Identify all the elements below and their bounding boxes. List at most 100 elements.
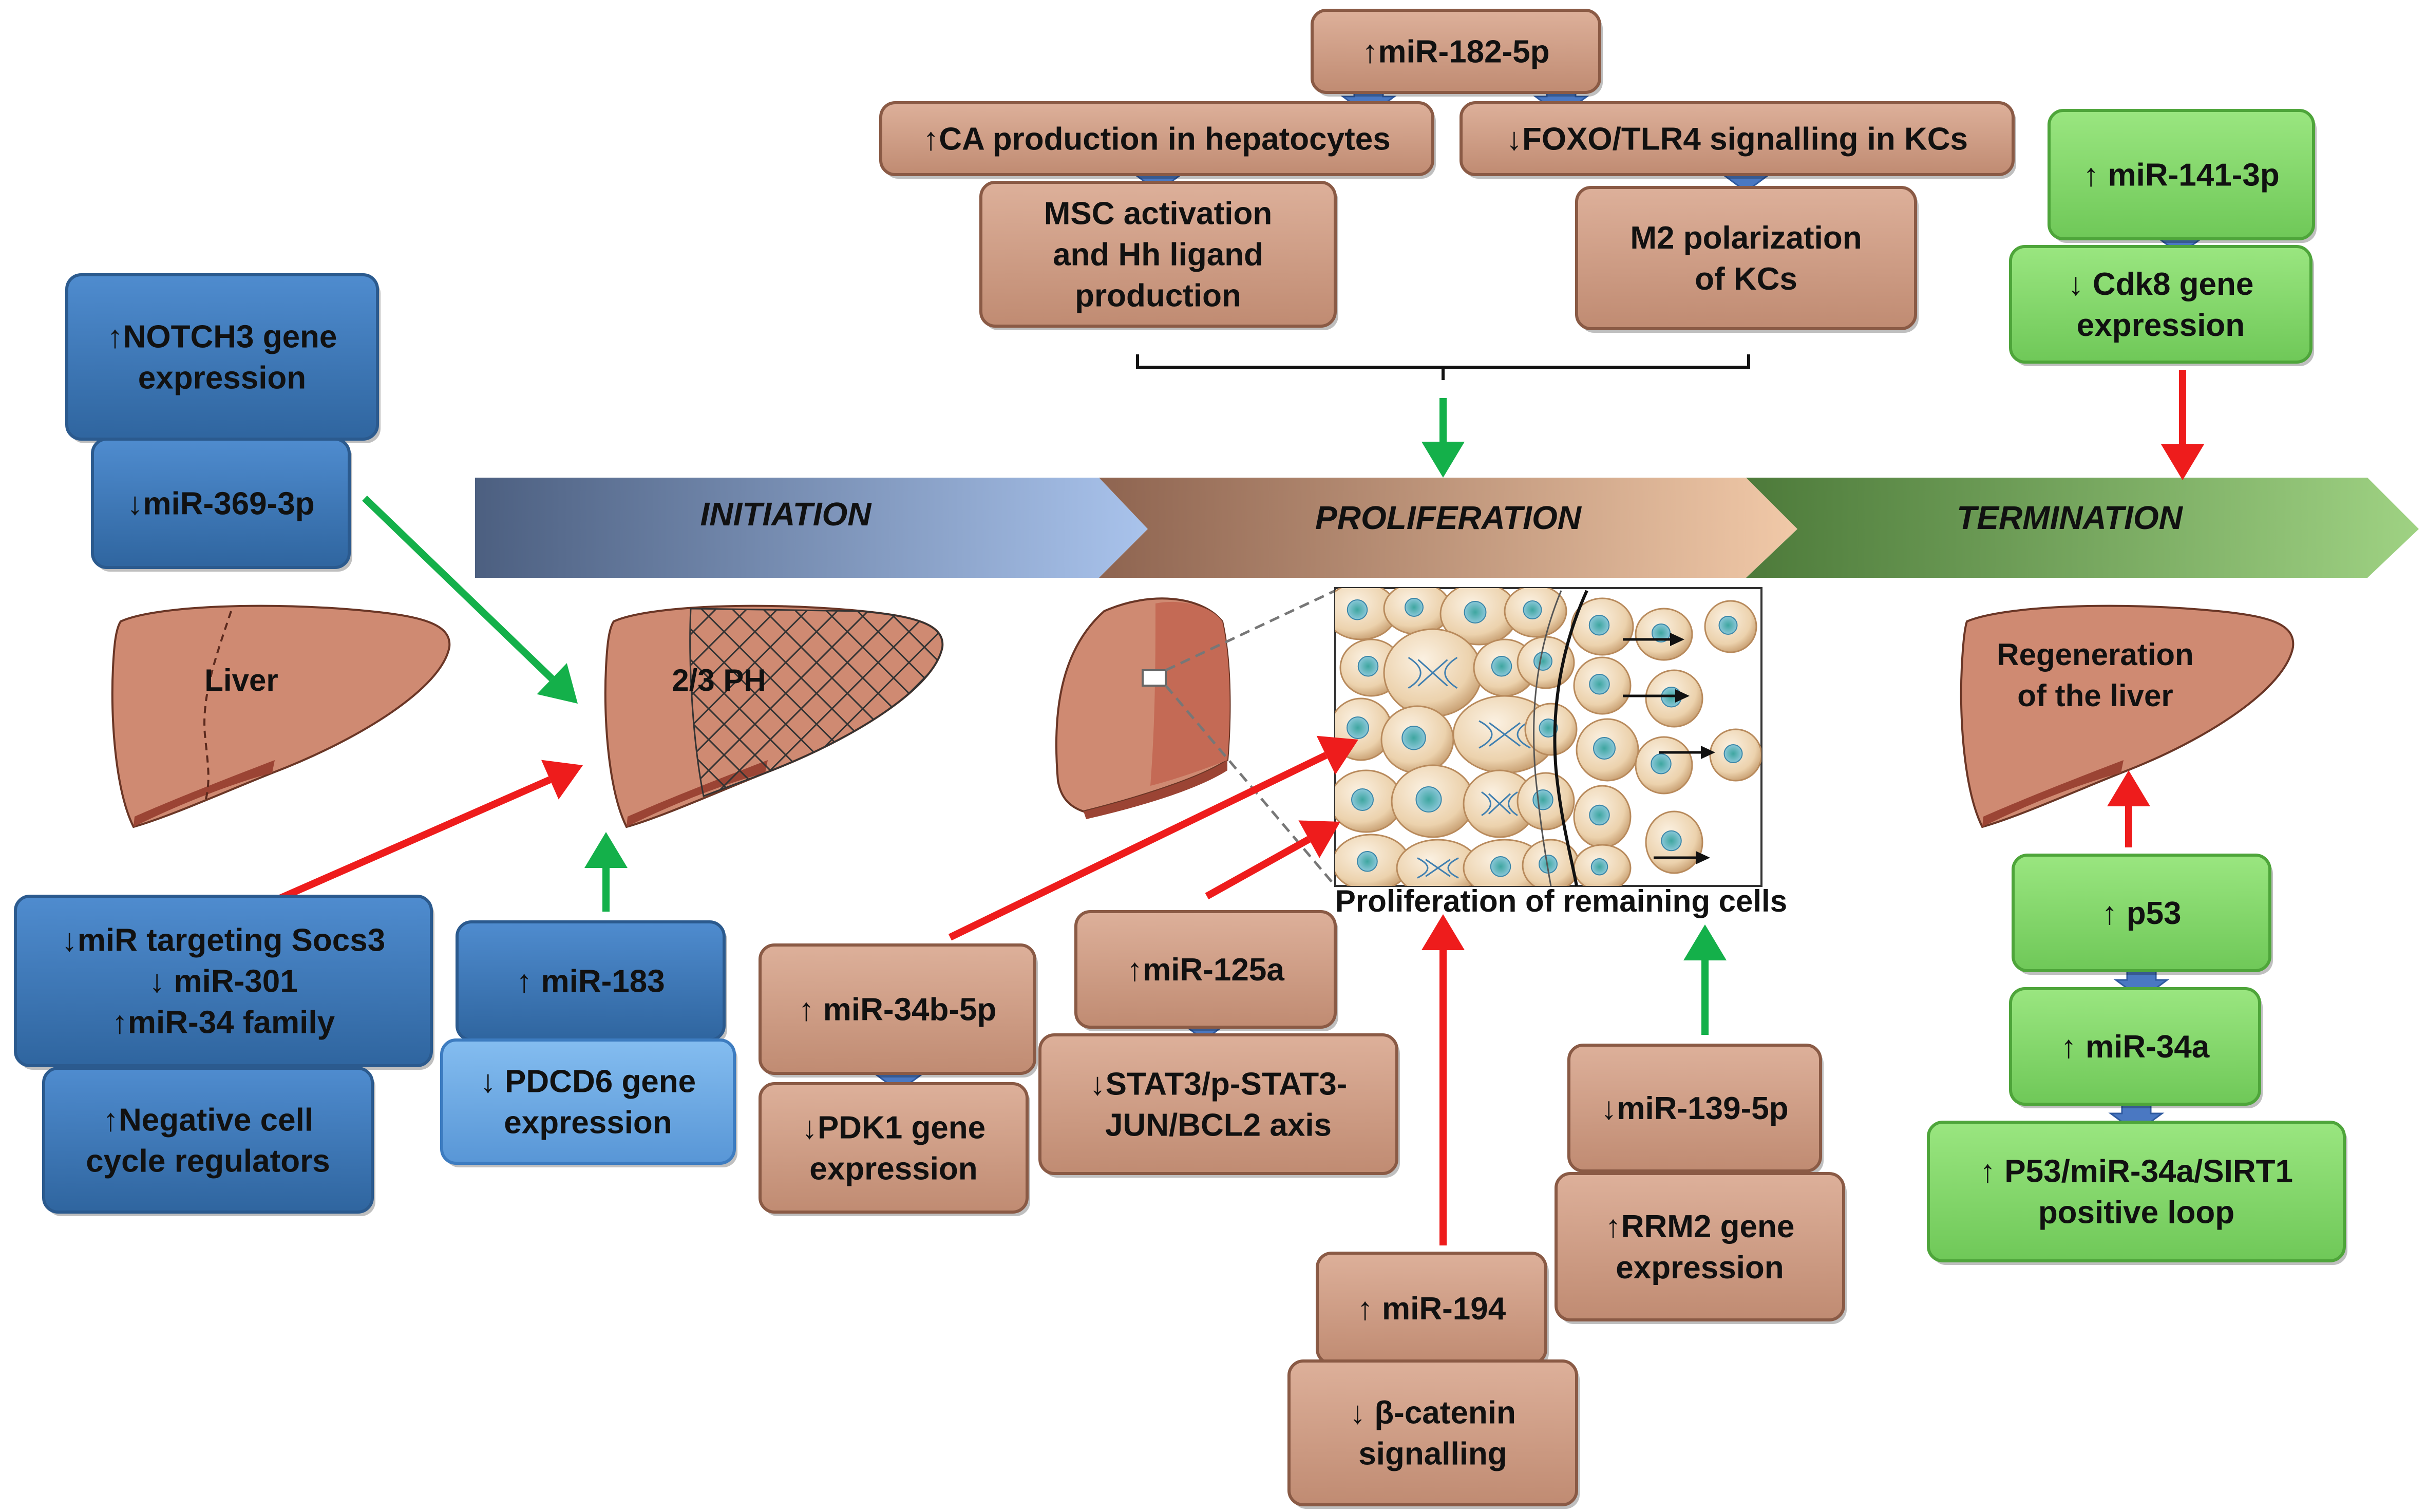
mir139-box: ↓miR-139-5p [1567, 1044, 1824, 1175]
magnify-line-top [1165, 589, 1336, 672]
notch3-line-1: ↑NOTCH3 gene [107, 319, 337, 355]
hepatocyte-cell [1383, 588, 1452, 635]
growth-front-line [1553, 590, 1588, 886]
notch3-line-2: expression [138, 361, 306, 396]
mir183-line-1: ↑ miR-183 [516, 964, 665, 999]
mir141-box-bg [2048, 109, 2315, 240]
arrow-mir369-to-ph [362, 495, 578, 704]
cells-group [1335, 588, 1761, 886]
growth-front-line-secondary [1533, 590, 1562, 886]
mir182-box: ↑miR-182-5p [1311, 9, 1603, 97]
liver-lobe-line [203, 611, 232, 802]
hepatocyte-cell [1704, 600, 1757, 653]
p53-loop-line-1: ↑ P53/miR-34a/SIRT1 [1980, 1154, 2293, 1189]
phase-termination-band [1746, 478, 2419, 578]
pdk1-box-bg [759, 1082, 1029, 1214]
arrow-socs3-to-ph [266, 760, 583, 908]
notch3-box-bg [65, 273, 379, 441]
cdk8-line-2: expression [2077, 308, 2245, 343]
phase-initiation-label: INITIATION [700, 496, 873, 533]
pdk1-line-1: ↓PDK1 gene [802, 1110, 985, 1146]
hepatocyte-cell [1524, 703, 1578, 756]
liver-lobe-illustration [1055, 589, 1336, 887]
mir34a-line-1: ↑ miR-34a [2061, 1029, 2210, 1065]
stat3-line-2: JUN/BCL2 axis [1105, 1108, 1332, 1143]
mir139-line-1: ↓miR-139-5p [1601, 1091, 1788, 1126]
stat3-line-1: ↓STAT3/p-STAT3- [1090, 1067, 1348, 1102]
liver-lobe-section [1150, 601, 1230, 786]
rrm2-line-2: expression [1616, 1250, 1784, 1286]
m2-polarization-line-1: M2 polarization [1630, 220, 1862, 256]
p53-line-1: ↑ p53 [2101, 896, 2181, 931]
arrow-mir139-to-cells [1683, 924, 1727, 1035]
mir125a-line-1: ↑miR-125a [1127, 952, 1284, 988]
hepatocyte-cell [1576, 718, 1639, 782]
hepatocyte-cell [1383, 628, 1483, 717]
regeneration-label-line2: of the liver [2017, 678, 2173, 713]
socs3-group-box-bg [14, 895, 433, 1067]
cell-arrow-head [1675, 689, 1690, 703]
p53-box-bg [2012, 854, 2271, 972]
msc-activation-line-2: and Hh ligand [1053, 237, 1263, 273]
boxes: ↑NOTCH3 gene expression ↓miR-369-3p ↓miR ta… [14, 9, 2347, 1509]
foxo-tlr4-box: ↓FOXO/TLR4 signalling in KCs [1460, 101, 2016, 179]
msc-activation-box: MSC activation and Hh ligand production [979, 181, 1338, 330]
hepatocyte-cell [1517, 636, 1575, 689]
mir194-box: ↑ miR-194 [1316, 1252, 1549, 1368]
p53-loop-box-bg [1927, 1121, 2346, 1262]
mir34a-box: ↑ miR-34a [2009, 987, 2263, 1108]
foxo-tlr4-box-bg [1460, 101, 2015, 176]
msc-activation-line-1: MSC activation [1044, 196, 1272, 232]
mir194-line-1: ↑ miR-194 [1357, 1291, 1506, 1327]
hepatocyte-cell [1645, 810, 1703, 874]
mir139-box-bg [1567, 1044, 1822, 1173]
socs3-group-line-3: ↑miR-34 family [112, 1005, 335, 1041]
proliferation-caption: Proliferation of remaining cells [1335, 884, 1787, 918]
regeneration-label-line1: Regeneration [1997, 637, 2193, 672]
pdcd6-line-1: ↓ PDCD6 gene [480, 1064, 696, 1100]
mir141-box: ↑ miR-141-3p [2048, 109, 2317, 243]
mir125a-box-bg [1074, 910, 1337, 1029]
phase-initiation-band [475, 478, 1148, 578]
mir369-line-1: ↓miR-369-3p [127, 486, 314, 522]
hepatocyte-cell [1573, 785, 1632, 848]
cell-proliferation-panel: Proliferation of remaining cells [1334, 587, 1787, 918]
foxo-tlr4-line-1: ↓FOXO/TLR4 signalling in KCs [1506, 122, 1968, 157]
beta-catenin-line-1: ↓ β-catenin [1350, 1395, 1516, 1431]
p53-loop-box: ↑ P53/miR-34a/SIRT1 positive loop [1927, 1121, 2347, 1265]
stat3-box-bg [1038, 1033, 1398, 1175]
cell-arrow-head [1696, 851, 1710, 864]
socs3-group-line-1: ↓miR targeting Socs3 [62, 923, 385, 958]
m2-polarization-line-2: of KCs [1695, 261, 1797, 297]
magnify-marker [1142, 669, 1167, 687]
ca-production-box: ↑CA production in hepatocytes [879, 101, 1436, 179]
resected-area [689, 608, 943, 798]
merge-bracket [1136, 354, 1750, 380]
socs3-group-line-2: ↓ miR-301 [149, 964, 297, 999]
hepatocyte-cell [1380, 705, 1454, 774]
liver-shape [1960, 604, 2295, 828]
socs3-group-box: ↓miR targeting Socs3 ↓ miR-301 ↑miR-34 fam… [14, 895, 434, 1070]
cdk8-line-1: ↓ Cdk8 gene [2068, 267, 2254, 302]
arrow-mir125a-to-cells [1205, 820, 1340, 900]
regenerated-liver-illustration: Regeneration of the liver [1960, 604, 2295, 828]
hepatocyte-cell [1439, 588, 1519, 646]
p53-loop-line-2: positive loop [2038, 1195, 2234, 1231]
msc-activation-line-3: production [1075, 278, 1241, 314]
phase-bar: INITIATION PROLIFERATION TERMINATION [475, 478, 2419, 578]
negative-cycle-line-2: cycle regulators [86, 1144, 330, 1179]
mir182-line-1: ↑miR-182-5p [1362, 34, 1549, 70]
hepatocyte-cell [1570, 597, 1634, 656]
hepatocyte-cell [1517, 772, 1575, 830]
liver-label: Liver [204, 663, 278, 697]
cdk8-box: ↓ Cdk8 gene expression [2009, 245, 2314, 366]
stat3-box: ↓STAT3/p-STAT3- JUN/BCL2 axis [1038, 1033, 1400, 1178]
partial-hepatectomy-illustration: 2/3 PH [604, 604, 944, 828]
mir369-box: ↓miR-369-3p [91, 438, 352, 572]
